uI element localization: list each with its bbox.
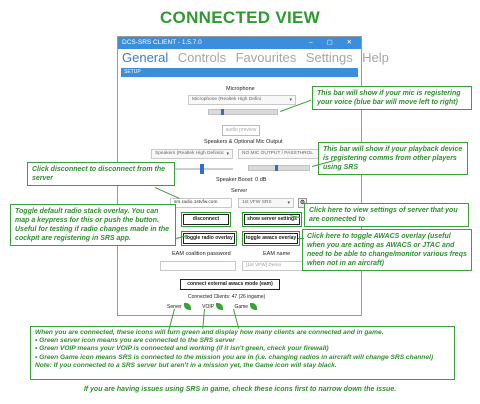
callout-mic: This bar will show if your mic is regist… — [312, 86, 472, 111]
menu-favourites[interactable]: Favourites — [235, 50, 297, 65]
toggle-awacs-overlay-button[interactable]: toggle awacs overlay — [242, 231, 300, 246]
connect-eam-button[interactable]: connect external awacs mode (eam) — [180, 279, 280, 290]
disconnect-button[interactable]: disconnect — [181, 212, 231, 227]
clients-label: Connected Clients: — [188, 294, 231, 300]
page-title: CONNECTED VIEW — [159, 8, 321, 27]
connected-clients: Connected Clients: 47 (26 ingame) — [188, 294, 265, 300]
window-titlebar: DCS-SRS CLIENT - 1.5.7.0 – ▢ ✕ — [118, 37, 361, 49]
chevron-down-icon: ▾ — [289, 97, 292, 103]
clients-value: 47 (26 ingame) — [231, 294, 266, 300]
voip-status-icon — [216, 303, 224, 310]
callout-awacs-overlay: Click here to toggle AWACS overlay (usef… — [302, 229, 472, 272]
chevron-down-icon: ▾ — [287, 200, 290, 206]
mic-level-marker — [220, 109, 224, 115]
eam-password-input[interactable] — [160, 261, 236, 271]
menu-help[interactable]: Help — [362, 50, 389, 65]
speaker-boost-label: Speaker Boost: 0 dB — [216, 177, 267, 183]
callout-connector — [298, 238, 304, 239]
microphone-label: Microphone — [226, 86, 255, 92]
window-controls[interactable]: – ▢ ✕ — [309, 39, 358, 46]
server-status-icon — [183, 303, 191, 310]
speaker-slider-thumb[interactable] — [200, 164, 204, 174]
game-status-label: Game — [234, 303, 249, 310]
srs-client-window: DCS-SRS CLIENT - 1.5.7.0 – ▢ ✕ General C… — [117, 36, 389, 316]
callout-radio-overlay: Toggle default radio stack overlay. You … — [10, 204, 176, 247]
callout-server-settings: Click here to view settings of server th… — [304, 203, 469, 228]
window-title: DCS-SRS CLIENT - 1.5.7.0 — [122, 39, 202, 46]
voip-status-label: VOIP — [202, 303, 215, 310]
mic-level-bar — [208, 109, 278, 115]
main-menu: General Controls Favourites Settings Hel… — [118, 49, 389, 65]
audio-preview-button[interactable]: audio preview — [222, 125, 260, 136]
setup-header: SETUP — [121, 68, 358, 77]
eam-name-label: EAM name — [263, 251, 291, 257]
server-status-label: Server — [167, 303, 182, 310]
menu-controls[interactable]: Controls — [177, 50, 227, 65]
explanation-line: • Green Game icon means SRS is connected… — [35, 353, 434, 361]
speakers-select[interactable]: Speakers (Realtek High Definitic▾ — [151, 149, 233, 159]
status-icons-explanation: When you are connected, these icons will… — [30, 326, 455, 380]
callout-disconnect: Click disconnect to disconnect from the … — [27, 162, 175, 187]
speaker-volume-slider[interactable] — [173, 164, 233, 174]
microphone-select[interactable]: Microphone (Realtek High Defini▾ — [188, 95, 296, 105]
mic-output-select[interactable]: NO MIC OUTPUT / PASSTHROL▾ — [238, 149, 330, 159]
toggle-radio-overlay-button[interactable]: toggle radio overlay — [181, 231, 237, 246]
menu-general[interactable]: General — [122, 50, 169, 65]
playback-level-bar — [248, 165, 310, 171]
explanation-line: When you are connected, these icons will… — [35, 329, 384, 336]
explanation-line: • Green server icon means you are connec… — [35, 337, 235, 345]
callout-playback: This bar will show if your playback devi… — [318, 142, 468, 176]
game-status-icon — [250, 303, 258, 310]
explanation-line: • Green VOIP means your VOIP is connecte… — [35, 345, 329, 353]
chevron-down-icon: ▾ — [226, 151, 229, 157]
server-label: Server — [231, 188, 248, 194]
menu-settings[interactable]: Settings — [305, 50, 353, 65]
server-name-select[interactable]: 1st VFW SRS▾ — [238, 198, 294, 208]
status-icons-row: Server VOIP Game — [167, 303, 258, 310]
speakers-label: Speakers & Optional Mic Output — [204, 139, 283, 145]
footer-note: If you are having issues using SRS in ga… — [83, 386, 397, 393]
server-address-input[interactable]: srs.radio.1stvfw.com — [170, 198, 232, 208]
playback-level-marker — [274, 165, 278, 171]
explanation-line: Note: If you connected to a SRS server b… — [35, 361, 337, 369]
eam-password-label: EAM coalition password — [172, 251, 231, 257]
show-server-settings-button[interactable]: show server settings — [242, 212, 302, 227]
